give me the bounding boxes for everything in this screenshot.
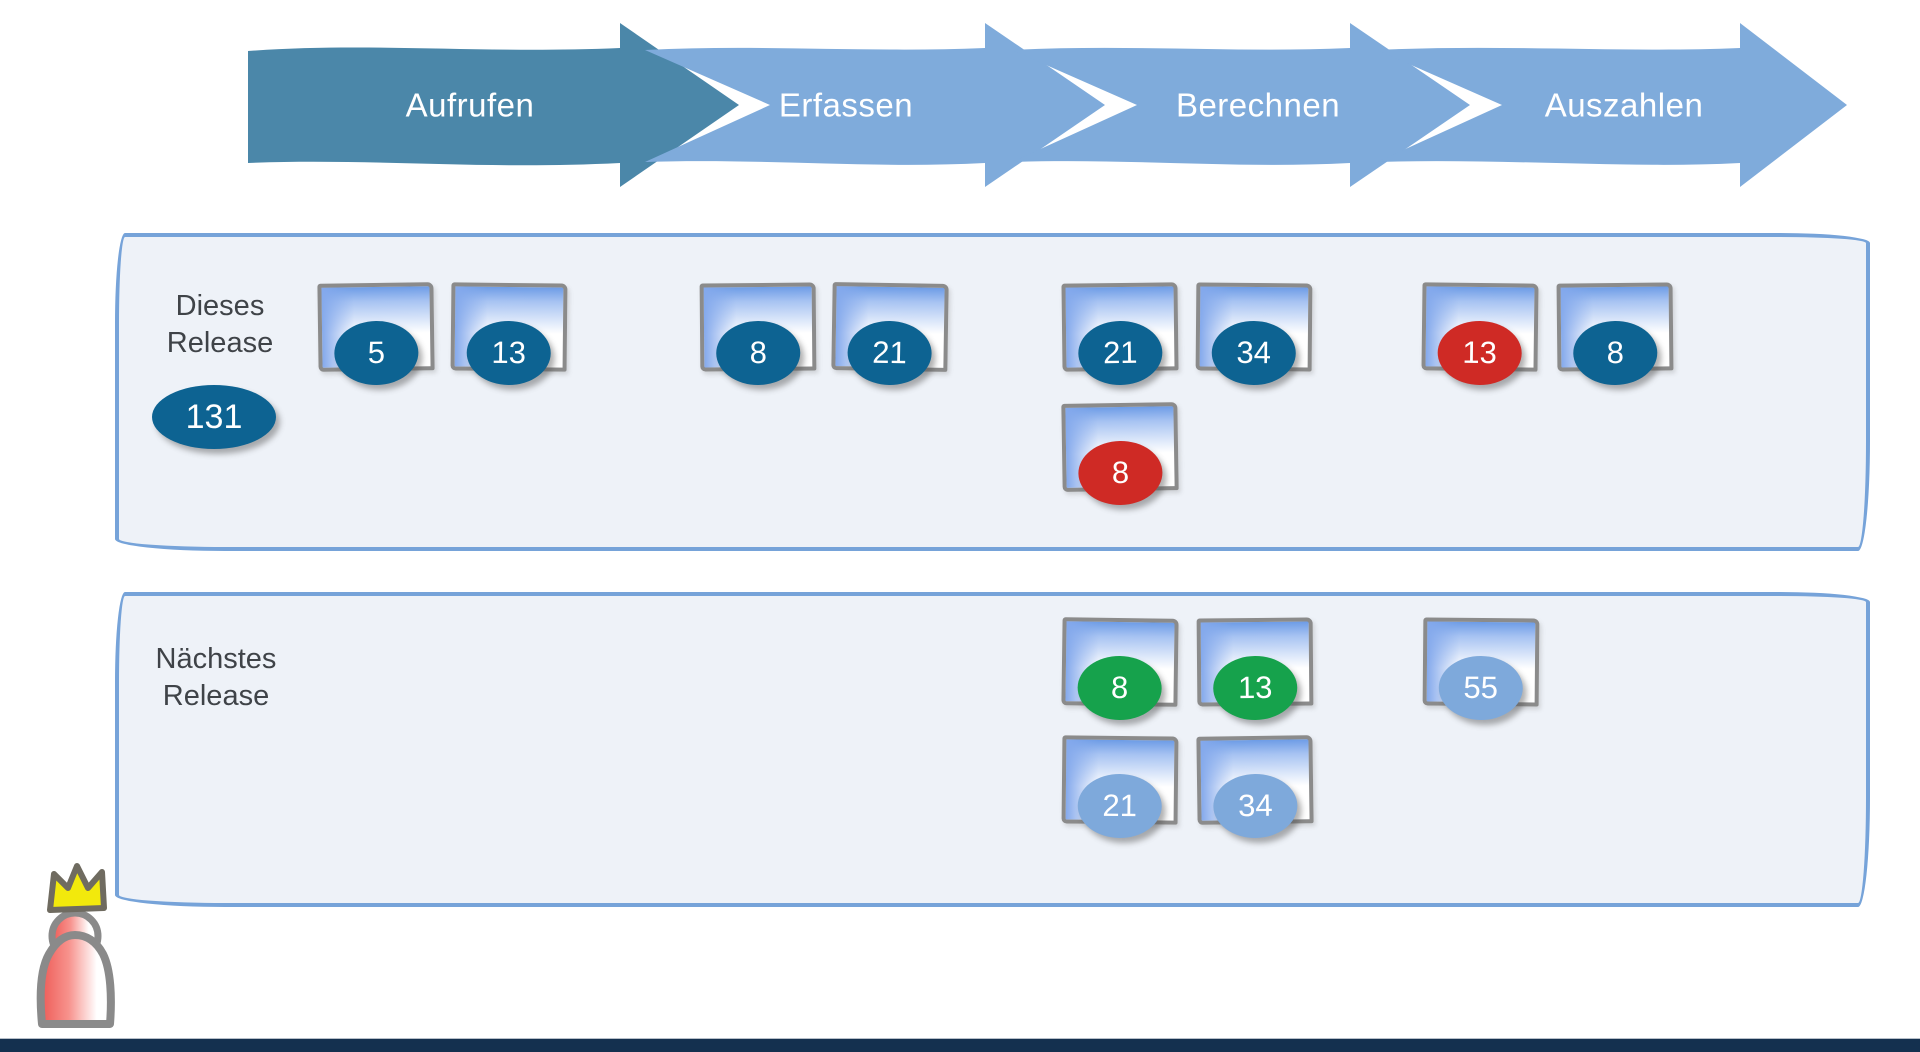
story-card: 21 — [831, 282, 949, 386]
story-card: 21 — [1061, 282, 1179, 386]
process-step-arrow-berechnen — [1012, 23, 1470, 187]
story-card: 8 — [1061, 617, 1179, 721]
story-points-badge: 13 — [466, 320, 552, 386]
story-card: 21 — [1061, 735, 1179, 839]
lane-label-line1: Nächstes — [155, 643, 277, 675]
story-card: 8 — [1556, 282, 1674, 386]
story-card: 13 — [1421, 282, 1539, 386]
process-arrows: Aufrufen Erfassen Berechnen Auszahlen — [248, 23, 1847, 187]
story-card: 13 — [1196, 617, 1314, 721]
process-step-label: Erfassen — [779, 87, 913, 124]
process-step-label: Berechnen — [1176, 87, 1340, 124]
process-step-label: Aufrufen — [406, 87, 535, 124]
lane-dieses-release — [115, 233, 1870, 551]
story-card: 8 — [1061, 402, 1179, 506]
lane-label-line2: Release — [162, 680, 270, 712]
crown — [47, 863, 107, 913]
story-card: 8 — [699, 282, 817, 386]
figure-body — [36, 931, 115, 1028]
process-step-arrow-auszahlen — [1377, 23, 1847, 187]
story-points-badge: 8 — [1077, 655, 1163, 721]
story-card: 55 — [1422, 617, 1540, 721]
story-card: 34 — [1195, 282, 1313, 386]
story-card: 5 — [317, 282, 435, 386]
story-points-badge: 13 — [1437, 320, 1523, 386]
crowned-figure-icon — [36, 863, 115, 1028]
process-step-arrow-erfassen — [645, 23, 1105, 187]
lane-label-line2: Release — [166, 327, 274, 359]
footer-bar — [0, 1038, 1920, 1052]
story-points-badge: 55 — [1438, 655, 1524, 721]
lane-label: Nächstes Release — [136, 641, 296, 715]
story-card: 34 — [1196, 735, 1314, 839]
process-step-label: Auszahlen — [1545, 87, 1704, 124]
lane-label-line1: Dieses — [175, 290, 265, 322]
total-points-badge: 131 — [152, 385, 276, 449]
story-card: 13 — [450, 282, 568, 386]
story-points-badge: 21 — [1077, 773, 1163, 839]
lane-label: Dieses Release — [140, 288, 300, 362]
process-step-arrow-aufrufen — [248, 23, 739, 187]
story-points-badge: 34 — [1211, 320, 1297, 386]
lane-naechstes-release — [115, 592, 1870, 907]
